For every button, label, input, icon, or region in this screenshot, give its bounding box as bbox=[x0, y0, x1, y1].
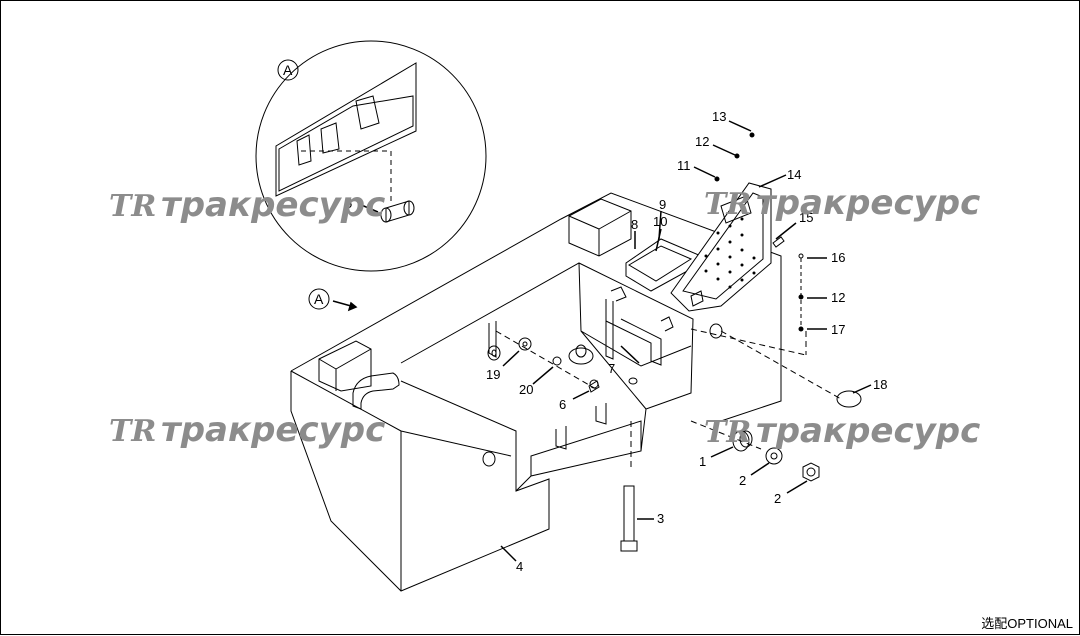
part-label-17: 17 bbox=[831, 322, 845, 337]
part-label-11: 11 bbox=[677, 158, 691, 173]
step-cover-assembly bbox=[625, 182, 772, 312]
part-label-16: 16 bbox=[831, 250, 845, 265]
part-label-15: 15 bbox=[799, 210, 813, 225]
part-label-12: 12 bbox=[695, 134, 709, 149]
part-label-18: 18 bbox=[873, 377, 887, 392]
part-label-13: 13 bbox=[712, 109, 726, 124]
part-label-1: 1 bbox=[699, 454, 706, 469]
view-arrow-label: A bbox=[314, 291, 324, 307]
part-label-14: 14 bbox=[787, 167, 801, 182]
watermark-logo: TR bbox=[704, 187, 751, 222]
part-numbers: 13 12 11 14 9 8 10 15 16 12 17 18 5 7 19… bbox=[283, 62, 887, 574]
watermark-logo: TR bbox=[109, 189, 156, 224]
part-label-7: 7 bbox=[608, 361, 615, 376]
watermark-logo: TR bbox=[704, 415, 751, 450]
watermark-logo: TR bbox=[109, 414, 156, 449]
part-label-5: 5 bbox=[345, 196, 352, 211]
part-label-9: 9 bbox=[659, 197, 666, 212]
counterweight-body bbox=[290, 192, 842, 592]
part-label-6: 6 bbox=[559, 397, 566, 412]
part-label-19: 19 bbox=[486, 367, 500, 382]
part-label-12b: 12 bbox=[831, 290, 845, 305]
part-label-4: 4 bbox=[516, 559, 523, 574]
part-label-8: 8 bbox=[631, 217, 638, 232]
detail-view-a bbox=[255, 40, 487, 272]
leader-lines bbox=[308, 120, 872, 562]
part-label-2a: 2 bbox=[739, 473, 746, 488]
optional-note: 选配OPTIONAL bbox=[981, 616, 1073, 631]
part-label-2b: 2 bbox=[774, 491, 781, 506]
watermarks: TR тракресурс TR тракресурс TR тракресур… bbox=[109, 183, 980, 451]
watermark-text: тракресурс bbox=[161, 410, 385, 450]
watermark-text: тракресурс bbox=[756, 183, 980, 223]
watermark-text: тракресурс bbox=[756, 411, 980, 451]
part-label-10: 10 bbox=[653, 214, 667, 229]
part-label-3: 3 bbox=[657, 511, 664, 526]
watermark-text: тракресурс bbox=[161, 185, 385, 225]
detail-callout-label: A bbox=[283, 62, 293, 78]
part-label-20: 20 bbox=[519, 382, 533, 397]
hardware-parts bbox=[487, 132, 862, 552]
